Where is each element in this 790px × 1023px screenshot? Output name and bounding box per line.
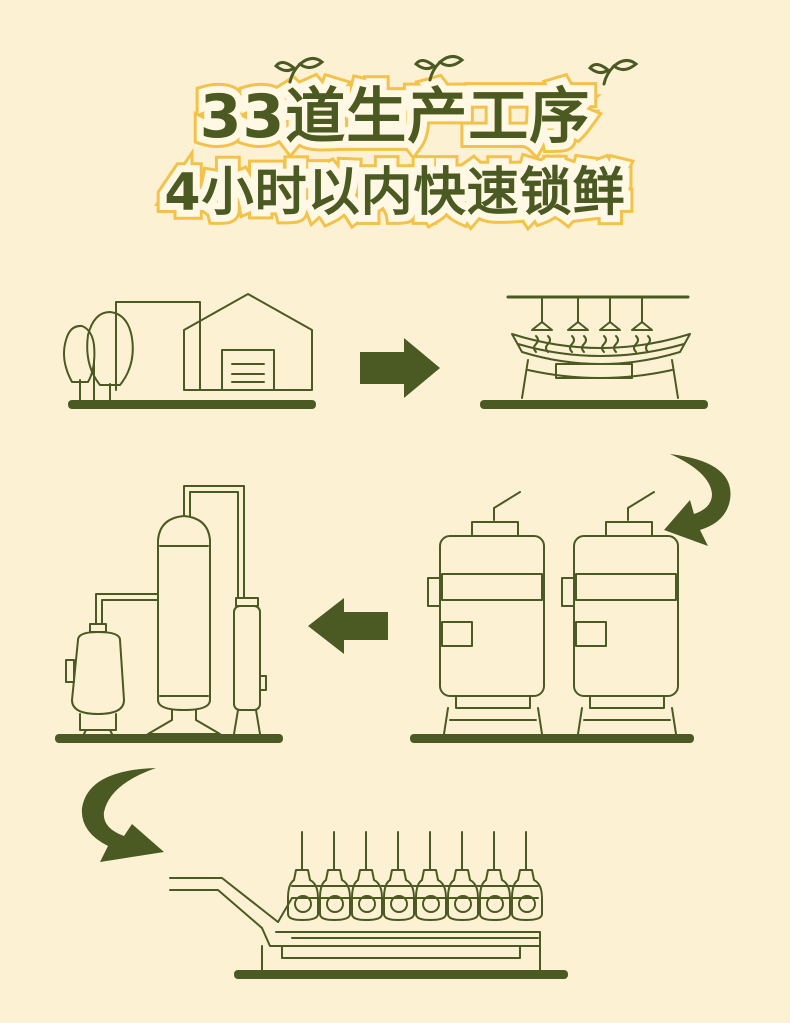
washing-machine-icon (480, 295, 708, 409)
title-line-1: 33道生产工序 (193, 75, 597, 159)
arrow-right-icon (360, 338, 440, 398)
fermentation-tanks-icon (55, 485, 283, 743)
curved-arrow-icon (81, 768, 164, 862)
sprout-icon (273, 57, 325, 84)
sprout-icon (413, 55, 465, 82)
sprout-icon (587, 59, 639, 86)
arrow-left-icon (308, 598, 388, 654)
title-line-2: 4小时以内快速锁鲜 (157, 156, 631, 230)
packaging-line-icon (169, 831, 568, 979)
title-line-1-outline: 33道生产工序 (190, 72, 600, 162)
curved-arrow-icon (664, 454, 731, 546)
farm-icon (63, 293, 316, 409)
title-line-2-outline: 4小时以内快速锁鲜 (154, 153, 634, 233)
evaporator-tanks-icon (410, 491, 694, 743)
